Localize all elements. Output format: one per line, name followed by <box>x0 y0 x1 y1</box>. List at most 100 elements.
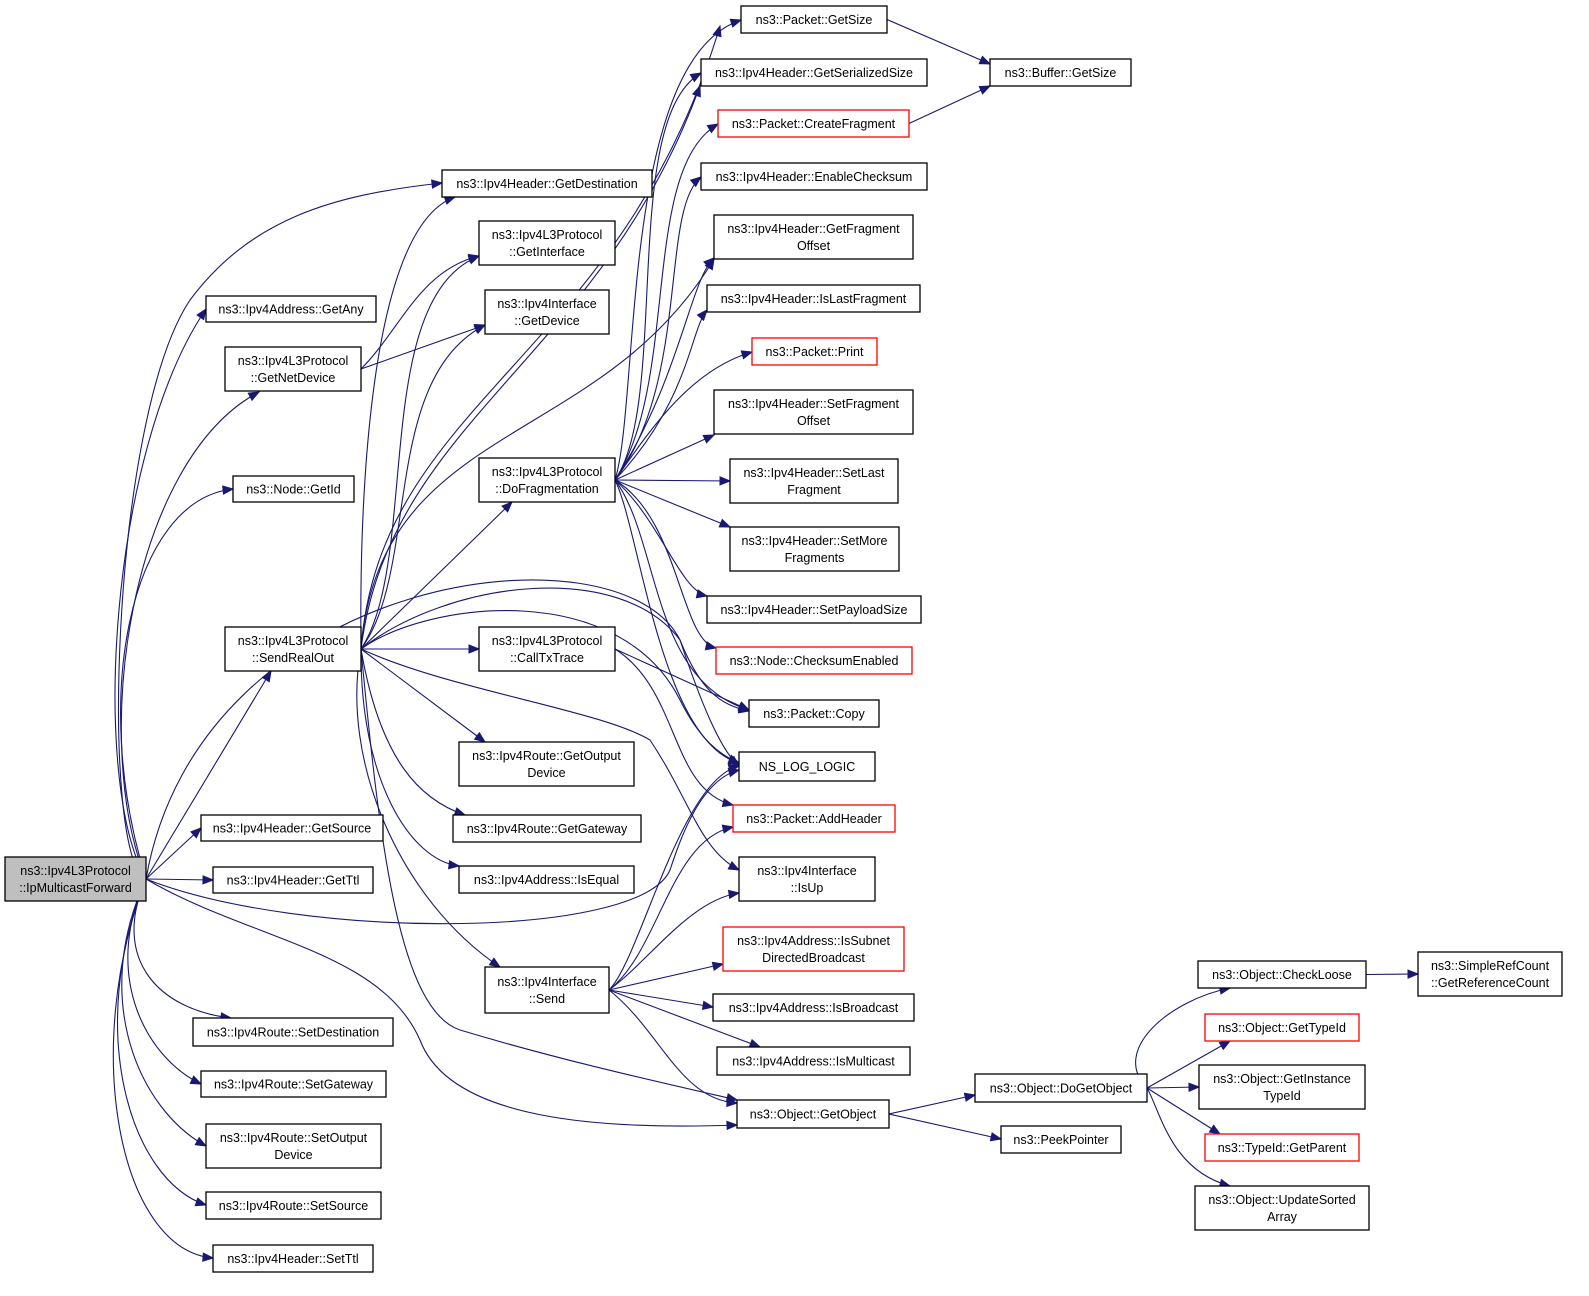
node-getsource[interactable]: ns3::Ipv4Header::GetSource <box>200 814 384 842</box>
node-box <box>200 814 384 842</box>
node-box <box>478 457 616 503</box>
node-getnetdev[interactable]: ns3::Ipv4L3Protocol::GetNetDevice <box>224 346 362 392</box>
node-getinterface[interactable]: ns3::Ipv4L3Protocol::GetInterface <box>478 220 616 266</box>
node-root[interactable]: ns3::Ipv4L3Protocol::IpMulticastForward <box>4 856 147 902</box>
node-ismulticast[interactable]: ns3::Ipv4Address::IsMulticast <box>716 1046 911 1076</box>
node-label: ::CallTxTrace <box>510 651 584 665</box>
node-gettypeid[interactable]: ns3::Object::GetTypeId <box>1204 1013 1360 1042</box>
node-label: ns3::Object::DoGetObject <box>990 1082 1133 1096</box>
node-setgateway[interactable]: ns3::Ipv4Route::SetGateway <box>200 1070 387 1098</box>
node-box <box>736 1099 890 1129</box>
arrowhead-enablechecksum <box>689 176 703 188</box>
node-ifsend[interactable]: ns3::Ipv4Interface::Send <box>484 966 610 1014</box>
edge-dofrag-to-createfragment <box>614 123 719 481</box>
node-sendrealout[interactable]: ns3::Ipv4L3Protocol::SendRealOut <box>224 626 362 672</box>
node-box <box>700 162 928 191</box>
node-label: ns3::Packet::GetSize <box>756 13 873 27</box>
node-isequal[interactable]: ns3::Ipv4Address::IsEqual <box>458 865 635 894</box>
node-box <box>458 741 635 787</box>
arrowhead-issubnet <box>711 961 725 971</box>
node-box <box>738 856 876 902</box>
node-label: ns3::Packet::AddHeader <box>746 812 882 826</box>
edge-root-to-setttl <box>112 878 214 1259</box>
edge-sendrealout-to-getobject <box>360 648 738 1101</box>
edge-getnetdev-to-getdevice <box>360 324 486 370</box>
edge-root-to-getttl <box>145 878 214 881</box>
node-getserializedsize[interactable]: ns3::Ipv4Header::GetSerializedSize <box>700 58 928 87</box>
node-buffergetsize[interactable]: ns3::Buffer::GetSize <box>989 58 1132 87</box>
node-setttl[interactable]: ns3::Ipv4Header::SetTtl <box>212 1244 374 1273</box>
node-setsource[interactable]: ns3::Ipv4Route::SetSource <box>205 1191 382 1220</box>
node-box <box>706 284 921 313</box>
node-box <box>1198 1064 1366 1110</box>
arrowhead-setfragoffset <box>702 434 716 444</box>
node-setdestination[interactable]: ns3::Ipv4Route::SetDestination <box>192 1017 394 1047</box>
node-checkloose[interactable]: ns3::Object::CheckLoose <box>1197 960 1367 989</box>
edge-root-to-setoutputdevice <box>121 878 207 1147</box>
arrowhead-buffergetsize <box>978 85 992 95</box>
node-box <box>713 214 914 260</box>
node-isbroadcast[interactable]: ns3::Ipv4Address::IsBroadcast <box>712 993 915 1022</box>
node-getrefcount[interactable]: ns3::SimpleRefCount::GetReferenceCount <box>1417 951 1563 997</box>
node-label: ns3::Ipv4Address::IsEqual <box>474 873 619 887</box>
node-pktprint[interactable]: ns3::Packet::Print <box>751 337 878 366</box>
node-getobject[interactable]: ns3::Object::GetObject <box>736 1099 890 1129</box>
node-dogetobject[interactable]: ns3::Object::DoGetObject <box>974 1073 1148 1103</box>
arrowhead-addheader <box>721 824 735 834</box>
node-isup[interactable]: ns3::Ipv4Interface::IsUp <box>738 856 876 902</box>
node-label: ::GetInterface <box>509 245 585 259</box>
edge-root-to-setgateway <box>127 878 202 1085</box>
arrowhead-isup <box>727 889 741 900</box>
arrowhead-getrefcount <box>1407 969 1420 979</box>
edge-dogetobject-to-updatesorted <box>1146 1087 1231 1187</box>
edge-sendrealout-to-pktcopy <box>360 587 750 712</box>
edge-sendrealout-to-getdest <box>360 196 456 650</box>
node-getany[interactable]: ns3::Ipv4Address::GetAny <box>205 295 377 323</box>
node-label: TypeId <box>1263 1089 1301 1103</box>
node-createfragment[interactable]: ns3::Packet::CreateFragment <box>717 109 910 138</box>
arrowhead-setsource <box>194 1197 208 1207</box>
node-dofrag[interactable]: ns3::Ipv4L3Protocol::DoFragmentation <box>478 457 616 503</box>
edge-calltxtrace-to-pktcopy <box>614 648 750 711</box>
node-routegetgateway[interactable]: ns3::Ipv4Route::GetGateway <box>452 814 642 843</box>
node-pktgetsize[interactable]: ns3::Packet::GetSize <box>740 5 888 34</box>
node-box <box>716 1046 911 1076</box>
node-label: ns3::PeekPointer <box>1013 1133 1108 1147</box>
node-nodegetid[interactable]: ns3::Node::GetId <box>232 475 355 503</box>
node-checksumenabled[interactable]: ns3::Node::ChecksumEnabled <box>715 646 913 675</box>
node-enablechecksum[interactable]: ns3::Ipv4Header::EnableChecksum <box>700 162 928 191</box>
node-label: ns3::Ipv4Header::GetFragment <box>727 222 900 236</box>
edge-ifsend-to-isbroadcast <box>608 989 714 1008</box>
node-getdevice[interactable]: ns3::Ipv4Interface::GetDevice <box>484 289 610 335</box>
node-pktcopy[interactable]: ns3::Packet::Copy <box>748 699 880 728</box>
node-box <box>232 475 355 503</box>
node-getdest[interactable]: ns3::Ipv4Header::GetDestination <box>441 169 653 198</box>
node-setpayloadsize[interactable]: ns3::Ipv4Header::SetPayloadSize <box>706 595 922 624</box>
node-addheader[interactable]: ns3::Packet::AddHeader <box>732 804 896 833</box>
node-label: ns3::Packet::Print <box>766 345 864 359</box>
node-label: Device <box>274 1148 312 1162</box>
node-box <box>441 169 653 198</box>
node-nslog[interactable]: NS_LOG_LOGIC <box>738 751 876 782</box>
node-islastfrag[interactable]: ns3::Ipv4Header::IsLastFragment <box>706 284 921 313</box>
node-label: ns3::Ipv4L3Protocol <box>492 465 603 479</box>
node-issubnet[interactable]: ns3::Ipv4Address::IsSubnetDirectedBroadc… <box>722 926 905 972</box>
node-getttl[interactable]: ns3::Ipv4Header::GetTtl <box>212 866 374 894</box>
node-calltxtrace[interactable]: ns3::Ipv4L3Protocol::CallTxTrace <box>478 626 616 672</box>
arrowhead-dofrag <box>501 501 513 513</box>
node-label: ns3::TypeId::GetParent <box>1218 1141 1347 1155</box>
node-box <box>1194 1185 1370 1231</box>
arrowhead-addheader <box>721 797 735 808</box>
node-box <box>1000 1125 1122 1154</box>
node-peekpointer[interactable]: ns3::PeekPointer <box>1000 1125 1122 1154</box>
node-getparent[interactable]: ns3::TypeId::GetParent <box>1204 1133 1360 1162</box>
